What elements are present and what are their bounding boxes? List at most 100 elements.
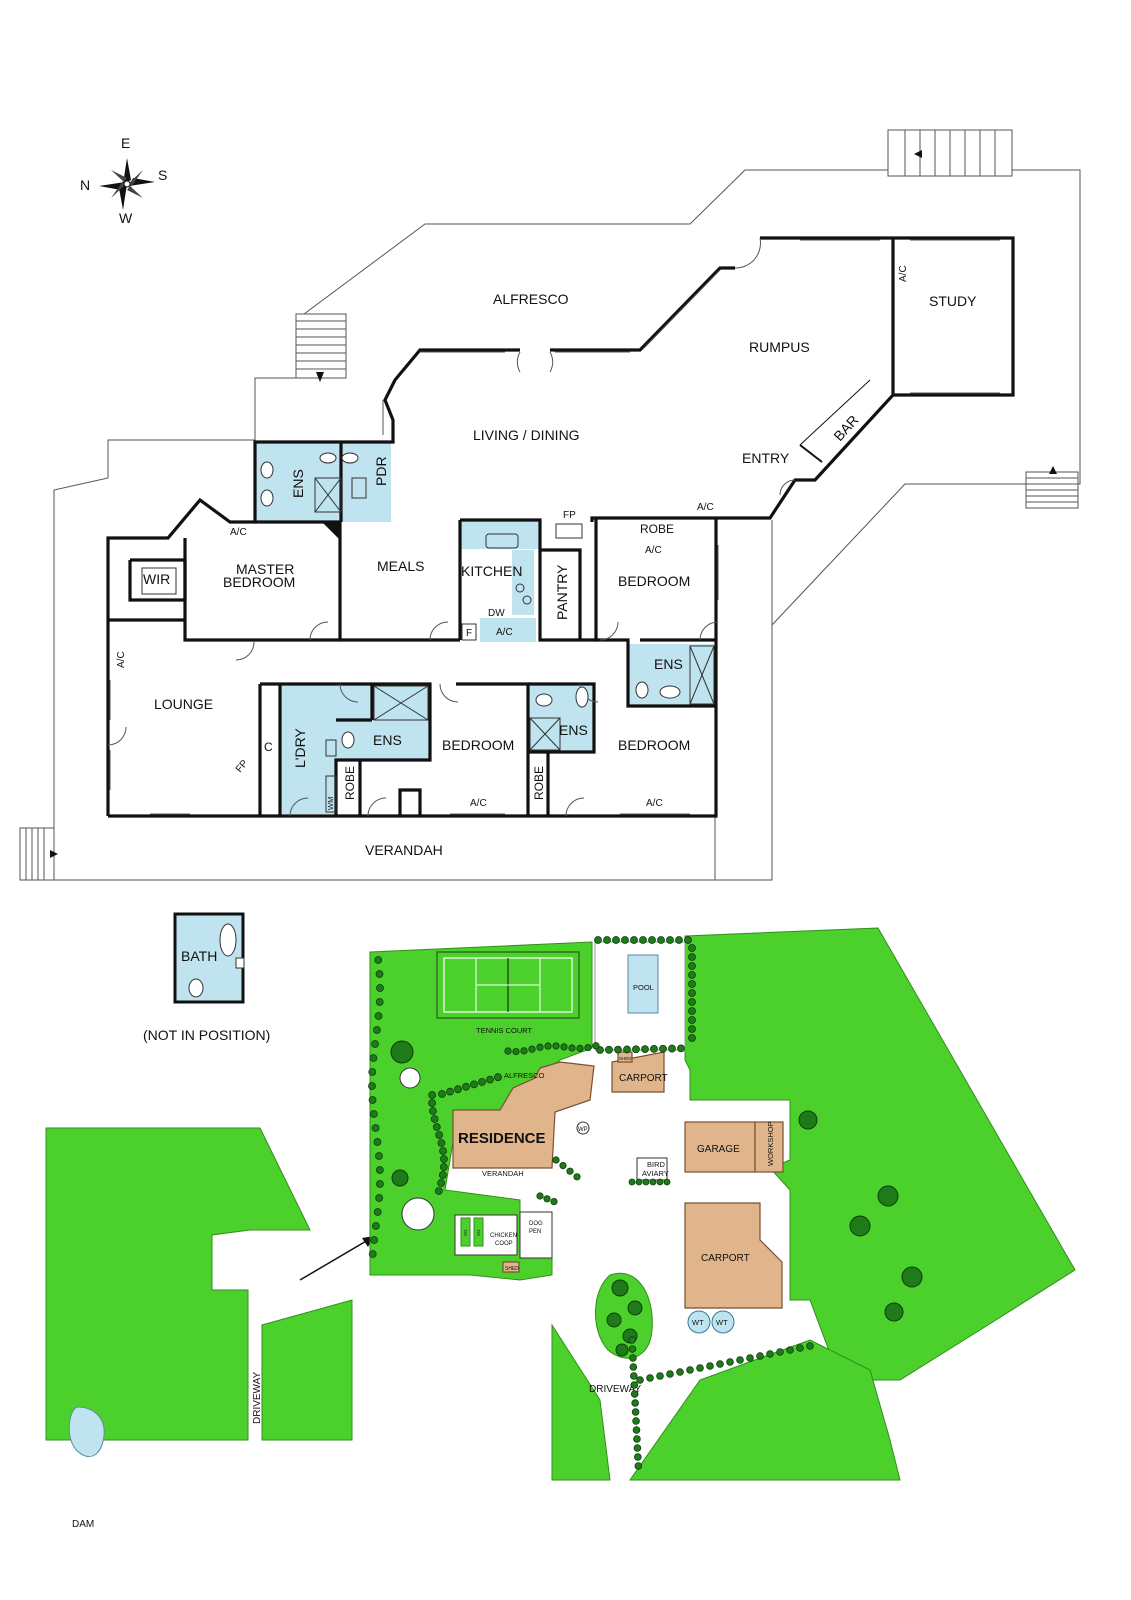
site-alfresco: ALFRESCO [504, 1071, 545, 1080]
hedge-icon [568, 1044, 576, 1052]
hedge-icon [368, 1250, 377, 1258]
hedge-icon [659, 1044, 667, 1053]
fridge-label: F [466, 628, 472, 639]
hedge-icon [592, 1042, 600, 1050]
kitchen-dw-wet [480, 618, 536, 642]
hedge-icon [688, 1016, 696, 1024]
hedge-icon [552, 1156, 560, 1164]
hedge-icon [462, 1082, 470, 1091]
hedge-icon [605, 1045, 613, 1054]
not-in-position-note: (NOT IN POSITION) [143, 1027, 270, 1043]
hedge-icon [440, 1155, 448, 1163]
hedge-icon [428, 1091, 437, 1099]
residence-building [452, 1061, 595, 1169]
site-shed: SHED [505, 1266, 519, 1272]
hedge-icon [649, 1178, 657, 1186]
compass-s: S [158, 167, 167, 183]
hedge-icon [677, 1044, 685, 1053]
hedge-icon [584, 1043, 592, 1052]
compass-rose-icon: E N S W [80, 135, 167, 226]
hedge-icon [688, 989, 696, 997]
site-wp: WP [578, 1127, 588, 1133]
hedge-icon [633, 1444, 642, 1452]
hedge-icon [368, 1068, 377, 1076]
hedge-icon [439, 1163, 448, 1171]
kitchen-sink-icon [485, 533, 519, 549]
hedge-icon [528, 1045, 536, 1053]
ac-lounge: A/C [116, 651, 127, 668]
room-kitchen: KITCHEN [461, 563, 522, 579]
wm-laundry: WM [326, 797, 335, 810]
location-dam: DAM [72, 1519, 94, 1530]
wir-shelf [141, 567, 177, 595]
room-ensuite-master: ENS [290, 469, 306, 498]
hedge-icon [494, 1073, 502, 1082]
site-residence: RESIDENCE [458, 1130, 546, 1147]
lawn-south-east [629, 1339, 901, 1481]
tree-icon [884, 1302, 904, 1322]
stairs-verandah [19, 827, 58, 881]
tree-icon [611, 1279, 629, 1297]
hedge-icon [629, 1372, 638, 1380]
hedge-icon [706, 1362, 714, 1370]
hedge-icon [536, 1043, 544, 1051]
hedge-icon [373, 1138, 382, 1146]
hedge-icon [560, 1043, 568, 1051]
site-wt-1: WT [692, 1318, 704, 1327]
hedge-icon [435, 1131, 444, 1139]
hedge-icon [628, 1178, 636, 1186]
room-master-bedroom-1: MASTER [236, 561, 294, 577]
hedge-icon [686, 1366, 694, 1374]
hedge-icon [373, 1208, 382, 1216]
hedge-icon [656, 1178, 664, 1186]
hedge-icon [430, 1115, 439, 1123]
location-map: DAM DRIVEWAY [45, 1127, 374, 1530]
hedge-icon [796, 1344, 804, 1352]
ac-study: A/C [898, 265, 909, 282]
hedge-icon [630, 1381, 639, 1389]
hedge-icon [369, 1054, 378, 1062]
room-robe-3: ROBE [532, 766, 546, 800]
site-dog-pen-1: DOG [529, 1221, 543, 1227]
room-bath: BATH [181, 948, 217, 964]
site-verandah: VERANDAH [482, 1169, 524, 1178]
hedge-icon [746, 1354, 754, 1362]
site-wt-2: WT [716, 1318, 728, 1327]
hedge-icon [642, 1178, 650, 1186]
room-robe-1: ROBE [640, 522, 674, 536]
garage [684, 1121, 756, 1173]
wall-corner [322, 522, 340, 540]
hedge-icon [632, 1417, 640, 1425]
hedge-icon [612, 936, 620, 944]
hedge-icon [576, 1044, 584, 1052]
hedge-icon [630, 1390, 639, 1398]
location-arrow [299, 1239, 369, 1281]
hedge-icon [550, 1198, 558, 1206]
hedge-icon [688, 1025, 696, 1033]
ac-entry: A/C [697, 502, 714, 513]
hedge-icon [437, 1179, 445, 1187]
hedge-icon [374, 1012, 383, 1020]
tree-icon [877, 1185, 899, 1207]
hedge-icon [688, 953, 696, 961]
room-alfresco: ALFRESCO [493, 291, 569, 307]
tree-icon [390, 1040, 414, 1064]
compass-e: E [121, 135, 130, 151]
site-chicken-coop-2: COOP [495, 1241, 513, 1247]
hedge-icon [631, 1399, 639, 1407]
ensuite-2-wet [336, 684, 430, 760]
site-vg-1: VG [463, 1229, 468, 1236]
site-pool: POOL [633, 983, 654, 992]
hedge-icon [376, 1180, 384, 1188]
hedge-icon [736, 1356, 744, 1364]
room-study: STUDY [929, 293, 977, 309]
room-bar: BAR [830, 412, 861, 444]
hedge-icon [376, 984, 384, 992]
site-chicken-coop-1: CHICKEN [490, 1233, 517, 1239]
hedge-icon [573, 1173, 581, 1181]
hedge-icon [614, 1045, 622, 1054]
hedge-icon [641, 1045, 649, 1053]
site-plan: TENNIS COURT POOL RESIDENCE ALFRESCO VER… [369, 927, 1076, 1481]
tree-icon [391, 1169, 409, 1187]
